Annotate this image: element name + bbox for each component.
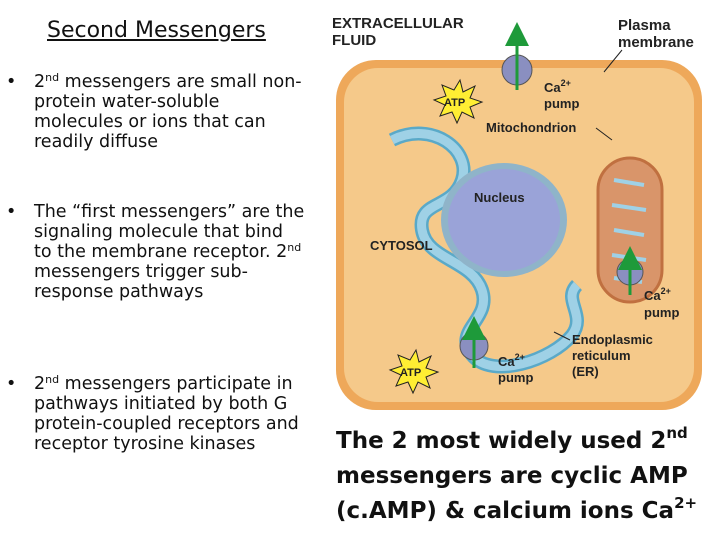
caption-line-3: (c.AMP) & calcium ions Ca2+ (336, 494, 716, 529)
bullet-text-line: messengers participate (59, 374, 272, 394)
cell-diagram-svg: ATP ATP EXTRACELLULAR FLUID Plasma membr… (332, 15, 702, 410)
pump-label-er: pump (498, 370, 533, 385)
bullet-text: 2nd messengers are small non-protein wat… (34, 72, 306, 152)
superscript: nd (45, 71, 60, 84)
mitochondrion-cristae (611, 178, 647, 284)
bullet-text: 2nd messengers participate in pathways i… (34, 374, 306, 454)
bullet-marker: • (6, 374, 17, 394)
superscript: nd (287, 241, 302, 254)
bullet-marker: • (6, 72, 17, 92)
er-label-3: (ER) (572, 364, 599, 379)
atp-label: ATP (400, 367, 421, 379)
atp-burst-bottom: ATP (388, 348, 440, 395)
cytosol-label: CYTOSOL (370, 238, 433, 253)
bullet-text-rest: in pathways initiated by both G protein-… (34, 374, 299, 454)
caption-text: The 2 most widely used 2 (336, 428, 667, 454)
plasma-leader-line (603, 49, 623, 73)
ca-pump-membrane (501, 22, 533, 90)
extracellular-label: EXTRACELLULAR (332, 15, 464, 32)
superscript: 2+ (674, 494, 698, 512)
bullet-text-pre: 2 (34, 374, 46, 394)
mitochondrion-label: Mitochondrion (486, 120, 576, 135)
mitochondrion (596, 156, 664, 304)
bullet-text-line: messengers are small (59, 72, 257, 92)
fluid-label: FLUID (332, 32, 376, 49)
bullet-text: The “first messengers” are the signaling… (34, 202, 306, 302)
superscript: nd (45, 373, 60, 386)
atp-burst-top: ATP (432, 78, 484, 125)
bullet-marker: • (6, 202, 17, 222)
cell-diagram: ATP ATP EXTRACELLULAR FLUID Plasma membr… (322, 10, 708, 414)
atp-label: ATP (444, 97, 465, 109)
nucleus-label: Nucleus (474, 190, 525, 205)
bullet-text-pre: 2 (34, 72, 46, 92)
bullet-text-rest: non-protein water-soluble molecules or i… (34, 72, 302, 152)
plasma-label: Plasma (618, 17, 671, 34)
mitochondrion-leader-line (595, 127, 613, 141)
bullet-text-post: messengers trigger sub-response pathways (34, 262, 248, 302)
caption-line-2: messengers are cyclic AMP (336, 463, 688, 489)
caption: The 2 most widely used 2nd messengers ar… (336, 424, 716, 529)
ca-pump-mitochondrion (616, 246, 644, 295)
er-leader-line (553, 331, 571, 341)
caption-text: (c.AMP) & calcium ions Ca (336, 498, 675, 524)
superscript: nd (666, 424, 688, 442)
pump-label-mito: pump (644, 305, 679, 320)
ca-pump-er (459, 316, 489, 368)
ca-label-mito: Ca2+ (644, 286, 671, 303)
nucleus (448, 169, 560, 271)
caption-line-1: The 2 most widely used 2nd (336, 424, 716, 459)
er-label-2: reticulum (572, 348, 631, 363)
ca-label-er: Ca2+ (498, 352, 525, 369)
ca-label-top: Ca2+ (544, 78, 571, 95)
er-label-1: Endoplasmic (572, 332, 653, 347)
bullet-text-main: The “first messengers” are the signaling… (34, 202, 305, 262)
membrane-label: membrane (618, 34, 694, 51)
slide-title: Second Messengers (47, 18, 266, 43)
pump-label-top: pump (544, 96, 579, 111)
